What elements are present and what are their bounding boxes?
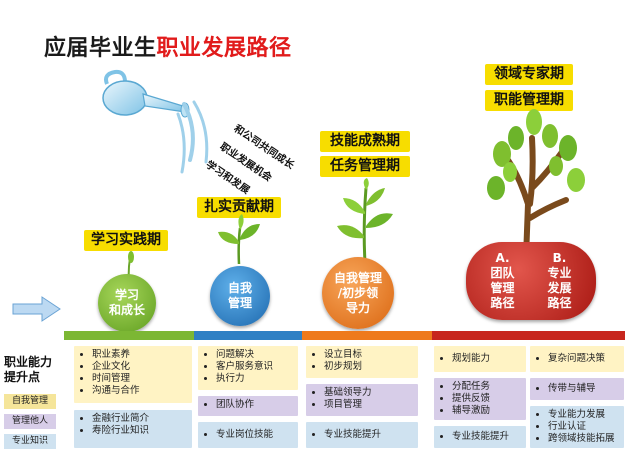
legend-self-management: 自我管理 (4, 394, 56, 409)
timeline-segment-1 (64, 331, 194, 340)
stage-4-label-a: 领域专家期 (485, 64, 573, 85)
col5-pro-box: 专业能力发展 行业认证 跨领域技能拓展 (530, 406, 624, 448)
water-spray-icon (176, 100, 209, 174)
stage-2-circle: 自我 管理 (210, 266, 270, 326)
legend-managing-others: 管理他人 (4, 414, 56, 429)
col2-self-box: 问题解决 客户服务意识 执行力 (198, 346, 298, 390)
stage-1-circle: 学习 和成长 (98, 274, 156, 332)
col4-self-box: 规划能力 (434, 346, 526, 372)
arrow-right-icon (12, 296, 61, 322)
young-plant-icon (337, 178, 393, 262)
stage-4-circle: A. 团队 管理 路径 B. 专业 发展 路径 (466, 242, 596, 320)
stage-3-label-a: 技能成熟期 (320, 131, 410, 152)
stage-2-label: 扎实贡献期 (197, 197, 281, 218)
col1-self-box: 职业素养 企业文化 时间管理 沟通与合作 (74, 346, 192, 403)
stage-4-label-b: 职能管理期 (485, 90, 573, 111)
watering-can-icon (102, 69, 190, 118)
stage-3-label-b: 任务管理期 (320, 156, 410, 177)
col5-self-box: 复杂问题决策 (530, 346, 624, 372)
stage-3-circle: 自我管理 /初步领 导力 (322, 257, 394, 329)
col4-others-box: 分配任务 提供反馈 辅导激励 (434, 378, 526, 420)
seedling-icon (218, 214, 260, 264)
col2-pro-box: 专业岗位技能 (198, 422, 298, 448)
col5-others-box: 传带与辅导 (530, 378, 624, 400)
stage-1-label: 学习实践期 (84, 230, 168, 251)
col2-others-box: 团队协作 (198, 396, 298, 416)
timeline-segment-3 (302, 331, 432, 340)
page-title: 应届毕业生职业发展路径 (44, 36, 292, 61)
timeline-segment-2 (194, 331, 302, 340)
col4-pro-box: 专业技能提升 (434, 426, 526, 448)
col3-self-box: 设立目标 初步规划 (306, 346, 418, 378)
timeline-segment-4 (432, 331, 625, 340)
legend-title: 职业能力 提升点 (4, 355, 53, 384)
col1-pro-box: 金融行业简介 寿险行业知识 (74, 410, 192, 448)
col3-others-box: 基础领导力 项目管理 (306, 384, 418, 416)
tree-icon (487, 109, 585, 258)
col3-pro-box: 专业技能提升 (306, 422, 418, 448)
legend-professional-knowledge: 专业知识 (4, 434, 56, 449)
